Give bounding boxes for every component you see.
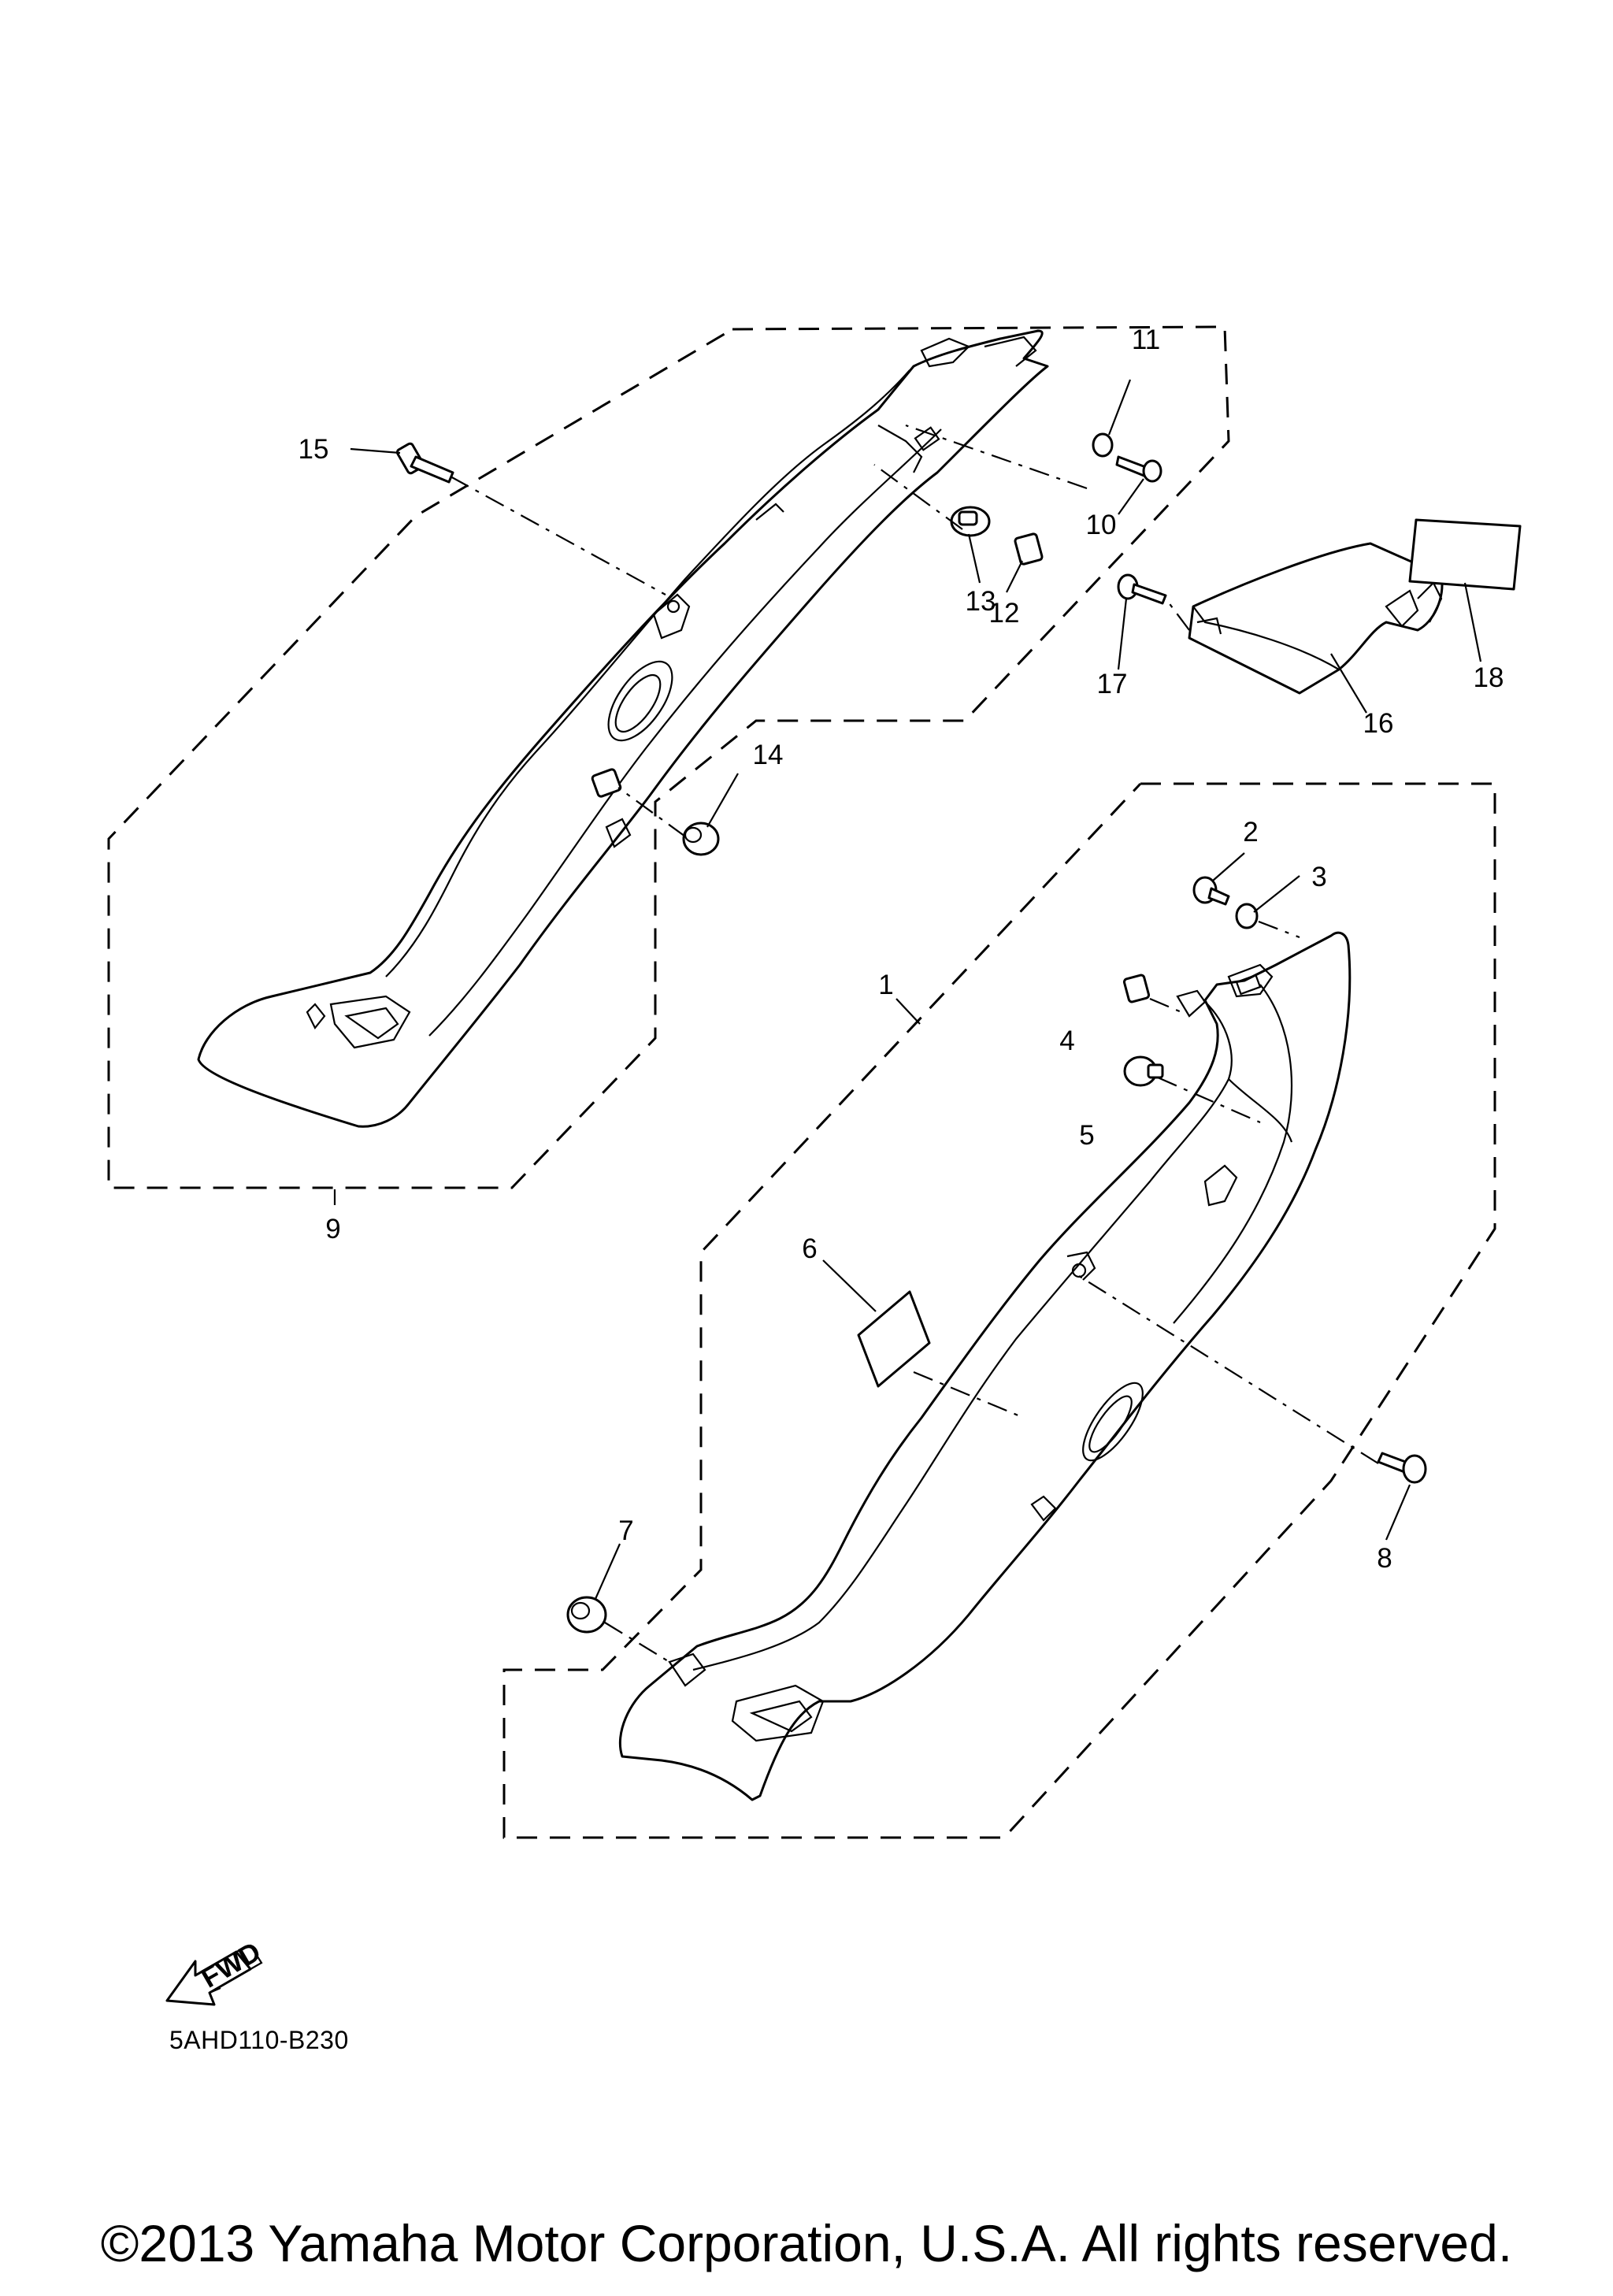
callout-9: 9 [325, 1214, 340, 1244]
grommet-5 [1123, 1055, 1164, 1087]
screw-10 [1115, 455, 1162, 483]
washer-3 [1235, 903, 1259, 929]
clip-nut-4 [1122, 974, 1151, 1003]
callout-13: 13 [966, 586, 996, 617]
group-boundary-1 [502, 782, 1496, 1839]
callout-5: 5 [1079, 1120, 1094, 1151]
fwd-label: FWD [196, 1936, 266, 1994]
warning-decal-6 [857, 1290, 931, 1388]
callout-8: 8 [1377, 1543, 1392, 1574]
washer-11 [1092, 432, 1114, 458]
grommet-7 [566, 1596, 607, 1634]
group-boundary-9 [107, 325, 1230, 1189]
diagram-code: 5AHD110-B230 [169, 2026, 349, 2054]
callout-6: 6 [802, 1233, 817, 1264]
callout-4: 4 [1059, 1026, 1074, 1056]
callout-17: 17 [1097, 669, 1128, 699]
left-side-cover [197, 329, 1049, 1128]
bolt-15 [395, 442, 454, 484]
callout-1: 1 [878, 970, 893, 1000]
callout-12: 12 [989, 598, 1020, 629]
bolt-8 [1377, 1452, 1427, 1484]
bolt-2 [1192, 876, 1230, 906]
clip-nut-12 [1014, 532, 1044, 566]
grommet-13 [950, 506, 991, 537]
callout-10: 10 [1086, 510, 1117, 540]
callout-11: 11 [1132, 325, 1160, 355]
right-side-cover [618, 931, 1352, 1801]
copyright-notice: ©2013 Yamaha Motor Corporation, U.S.A. A… [100, 2214, 1513, 2272]
bolt-17 [1117, 573, 1167, 605]
callout-15: 15 [298, 434, 329, 465]
callout-3: 3 [1311, 862, 1326, 892]
grommet-14 [682, 822, 720, 856]
callout-14: 14 [753, 740, 784, 770]
callout-7: 7 [618, 1515, 633, 1546]
locating-tab-14 [591, 768, 622, 798]
callout-18: 18 [1474, 662, 1504, 693]
callout-2: 2 [1243, 817, 1258, 848]
callout-16: 16 [1363, 708, 1394, 739]
forward-arrow-icon: FWD [165, 1936, 266, 2006]
seat-cowl-decal [1408, 518, 1522, 591]
tail-cover [1188, 542, 1444, 695]
